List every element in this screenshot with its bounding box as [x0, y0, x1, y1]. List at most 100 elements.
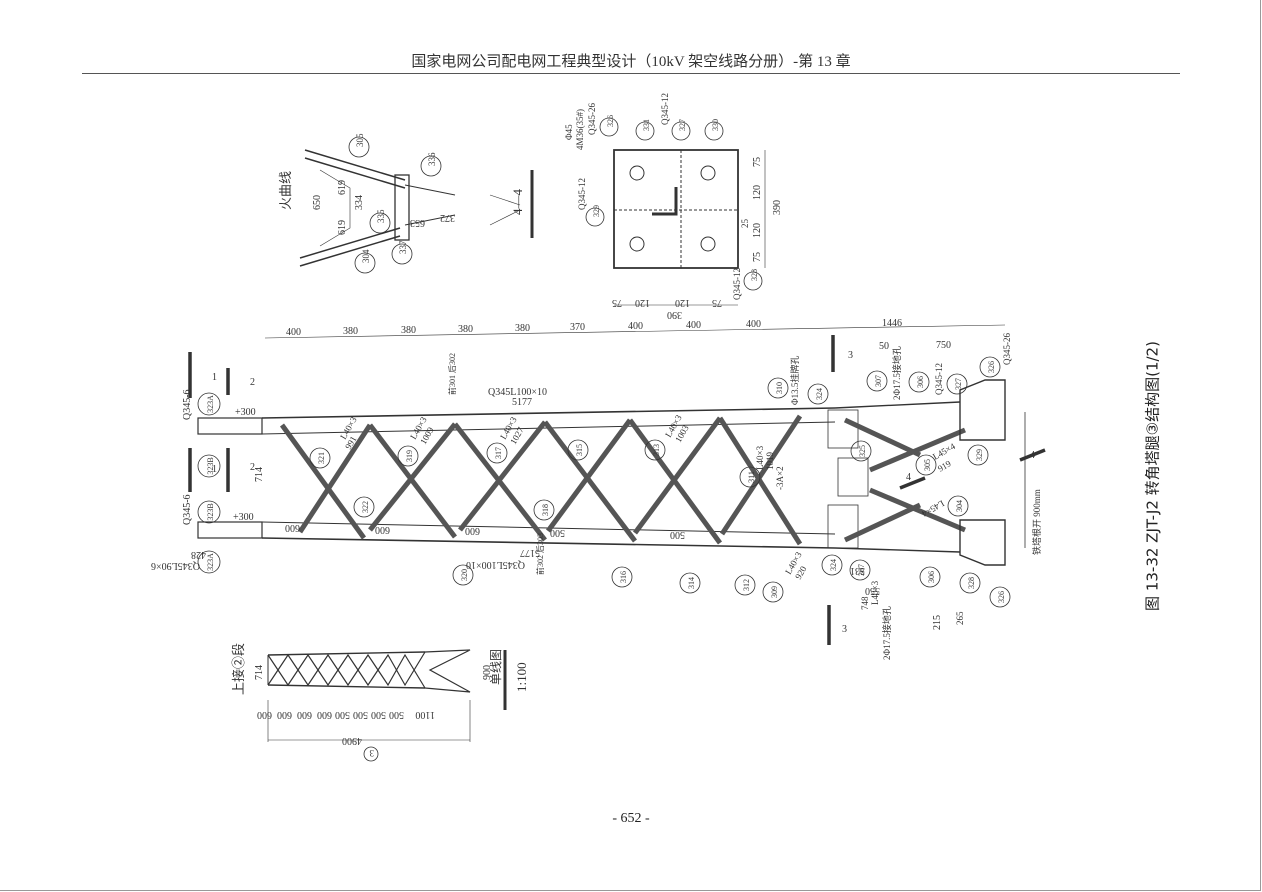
part-number-circle	[353, 496, 375, 518]
drawing-label: 2	[250, 377, 255, 388]
drawing-stroke	[843, 502, 922, 543]
drawing-stroke	[834, 401, 961, 409]
drawing-label: 120	[635, 297, 650, 308]
drawing-label: 329	[975, 449, 984, 461]
drawing-label: 334	[354, 195, 365, 210]
part-number-circle	[197, 392, 221, 416]
section-4-4-view: 火曲线 4—4 650 619 619 334 653 372 305 336 …	[278, 133, 534, 274]
part-number-circle	[743, 271, 763, 291]
drawing-label: 619	[337, 220, 348, 235]
drawing-label: 619	[337, 180, 348, 195]
drawing-label: 600	[465, 525, 480, 536]
drawing-stroke	[267, 684, 426, 689]
drawing-label: 380	[515, 323, 530, 334]
part-number-circle	[671, 121, 691, 141]
part-number-circle	[486, 442, 508, 464]
drawing-stroke	[869, 487, 966, 533]
part-number-circle	[391, 243, 413, 265]
part-number-circle	[762, 581, 784, 603]
drawing-label: 前302 后303	[535, 533, 545, 575]
drawing-label: 铁塔根开 900mm	[1031, 489, 1042, 555]
drawing-label: 120	[675, 297, 690, 308]
drawing-stroke	[424, 649, 471, 693]
drawing-label: 400	[286, 327, 301, 338]
part-number-circle	[599, 117, 619, 137]
drawing-label: 653	[410, 217, 425, 228]
drawing-label: 1019	[765, 452, 775, 471]
part-number-circle	[397, 445, 419, 467]
drawing-label: 337	[398, 240, 408, 254]
drawing-label: 531	[850, 565, 865, 576]
drawing-label: 317	[494, 447, 503, 459]
drawing-stroke	[304, 157, 406, 189]
drawing-label: 单线图	[489, 649, 503, 685]
drawing-label: 650	[312, 195, 323, 210]
drawing-label: 500	[353, 709, 368, 720]
drawing-stroke	[261, 407, 836, 419]
drawing-stroke	[869, 427, 966, 473]
drawing-label: 前301 后302	[447, 353, 457, 395]
drawing-stroke	[267, 651, 426, 687]
drawing-label: 306	[927, 571, 936, 583]
drawing-label: 75	[712, 297, 722, 308]
drawing-stroke	[1019, 448, 1046, 462]
drawing-stroke	[545, 418, 633, 533]
drawing-label: 324	[815, 388, 824, 400]
figure-caption: 图 13-32 ZJT-J2 转角塔腿③结构图(1/2)	[1143, 341, 1162, 611]
drawing-label: 1:100	[514, 662, 529, 692]
drawing-stroke	[297, 423, 373, 534]
drawing-label: 4M36(35#)	[575, 109, 585, 150]
drawing-label: 304	[955, 500, 964, 512]
drawing-label: 320	[460, 569, 469, 581]
part-number-circle	[452, 564, 474, 586]
drawing-label: 600	[297, 709, 312, 720]
part-number-circle	[734, 574, 756, 596]
drawing-label: Q345-12	[934, 363, 944, 395]
part-number-circle	[704, 121, 724, 141]
drawing-stroke	[843, 417, 922, 458]
drawing-label: 500	[389, 709, 404, 720]
drawing-label: 500	[371, 709, 386, 720]
part-number-circle	[959, 572, 981, 594]
drawing-label: 326	[987, 361, 996, 373]
drawing-label: 328	[750, 269, 759, 281]
part-number-circle	[679, 572, 701, 594]
drawing-stroke	[489, 209, 521, 226]
drawing-label: 1446	[882, 318, 902, 329]
drawing-label: 400	[746, 319, 761, 330]
drawing-label: Φ45	[564, 124, 574, 140]
part-number-circle	[629, 236, 645, 252]
drawing-label: 500	[335, 709, 350, 720]
drawing-label: 3	[848, 350, 853, 361]
drawing-label: 428	[191, 549, 206, 560]
drawing-stroke	[368, 422, 457, 532]
drawing-label: 500	[550, 527, 565, 538]
drawing-label: 328	[967, 577, 976, 589]
part-number-circle	[635, 121, 655, 141]
drawing-label: 311	[747, 471, 756, 483]
drawing-label: 306	[916, 376, 925, 388]
drawing-label: 600	[375, 524, 390, 535]
drawing-stroke	[264, 324, 1006, 339]
drawing-label: 307	[874, 375, 883, 387]
drawing-label: 380	[343, 326, 358, 337]
part-number-circle	[866, 370, 888, 392]
drawing-label: Q345-6	[182, 494, 193, 525]
drawing-label: Q345L100×10	[488, 387, 547, 398]
drawing-label: 305	[923, 459, 932, 471]
drawing-label: Φ13.5挂牌孔	[789, 356, 800, 405]
part-number-circle	[533, 499, 555, 521]
drawing-label: 919	[936, 458, 953, 474]
drawing-label: 323B	[206, 457, 215, 474]
drawing-label: 312	[742, 579, 751, 591]
drawing-label: 750	[936, 340, 951, 351]
part-number-circle	[767, 377, 789, 399]
drawing-label: 5177	[520, 547, 540, 558]
drawing-label: 372	[440, 212, 455, 223]
drawing-label: 2Φ17.5接地孔	[891, 346, 902, 400]
part-number-circle	[629, 165, 645, 181]
drawing-label: Q345-26	[587, 103, 597, 135]
drawing-label: 315	[575, 444, 584, 456]
drawing-label: 335	[376, 209, 386, 223]
drawing-label: 326	[606, 115, 615, 127]
